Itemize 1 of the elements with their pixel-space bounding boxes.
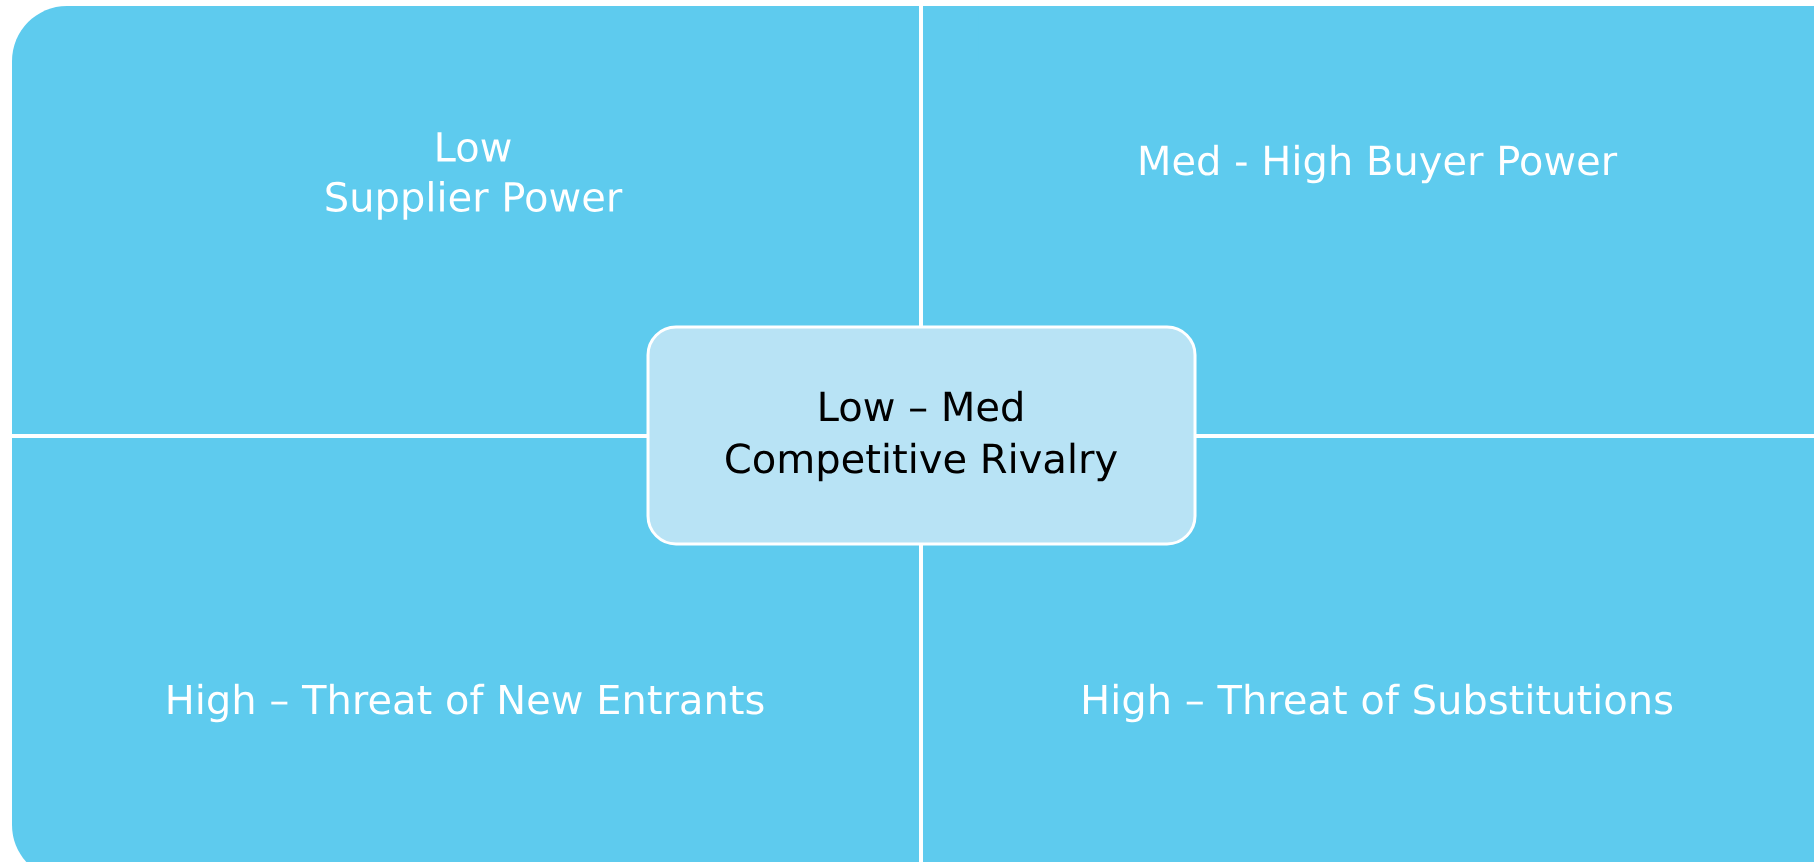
center-box: Low – Med Competitive Rivalry (646, 325, 1197, 546)
